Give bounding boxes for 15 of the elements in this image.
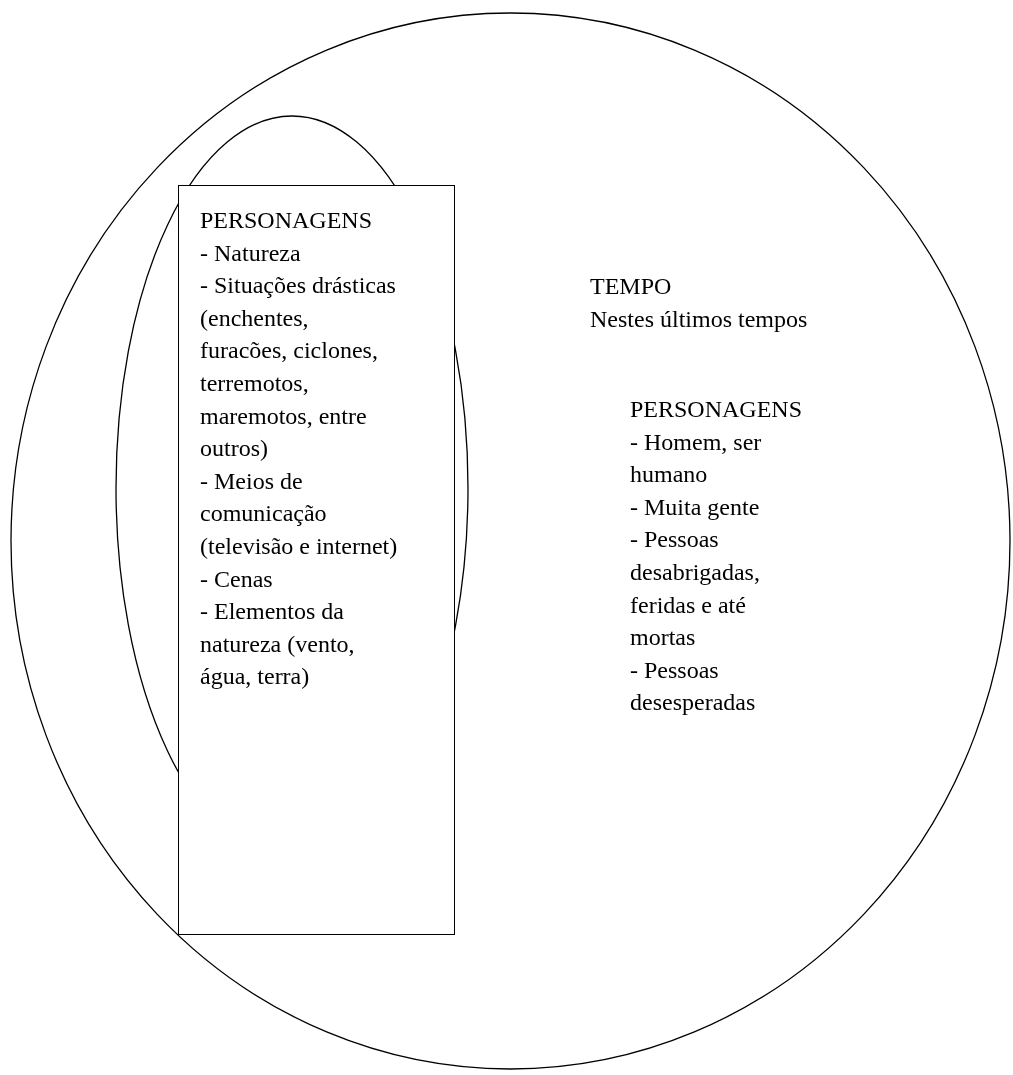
list-item: - Muita gente [630,492,761,522]
heading-text: PERSONAGENS [200,206,374,235]
heading-text: TEMPO [590,272,673,301]
heading-text: PERSONAGENS [630,395,804,424]
list-item: - Cenas [200,564,274,594]
ellipse-outline [10,12,1011,1070]
list-item: - Situações drásticas (enchentes, furacões, ciclones, terremotos, maremotos, entre outros) [200,271,397,464]
list-item: - Homem, ser humano [630,427,763,490]
list-item: - Pessoas desesperadas [630,655,757,718]
list-item: - Natureza [200,238,302,268]
list-item: - Elementos da natureza (vento, água, terra) [200,597,356,692]
list-item: - Pessoas desabrigadas, feridas e até mortas [630,525,761,653]
list-item: Nestes últimos tempos [590,304,809,334]
list-item: - Meios de comunicação (televisão e internet) [200,466,399,561]
text-box [178,185,455,935]
